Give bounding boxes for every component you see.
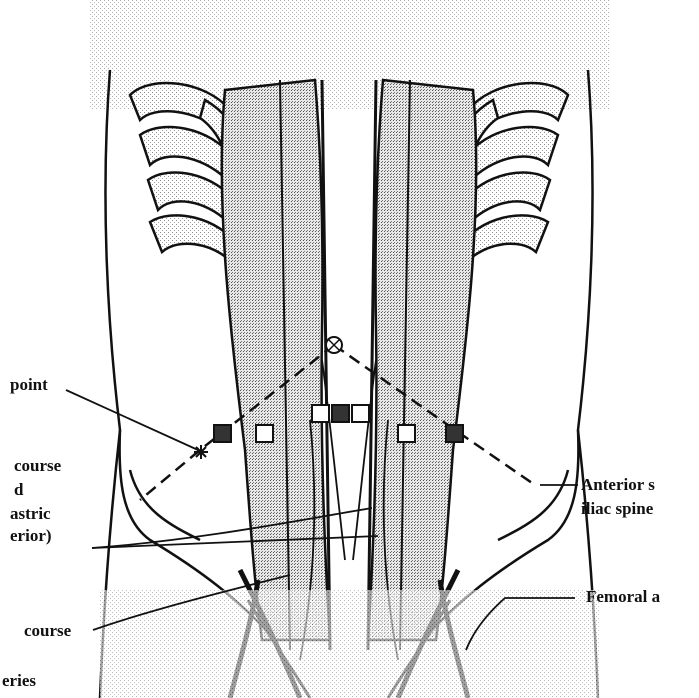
- label-course-2: course: [24, 622, 71, 640]
- filled-square-marker: [446, 425, 463, 442]
- rectus-muscles: [222, 80, 476, 650]
- filled-square-marker: [332, 405, 349, 422]
- label-anterior-line1: Anterior s: [581, 476, 655, 494]
- open-square-marker: [398, 425, 415, 442]
- label-erior: erior): [10, 527, 52, 545]
- lower-texture: [100, 590, 600, 698]
- label-course-1: course: [14, 457, 61, 475]
- asterisk-point-marker: [194, 445, 208, 459]
- label-femoral: Femoral a: [586, 588, 660, 606]
- open-square-marker: [352, 405, 369, 422]
- label-astric: astric: [10, 505, 51, 523]
- label-eries: eries: [2, 672, 36, 690]
- open-square-marker: [256, 425, 273, 442]
- open-square-marker: [312, 405, 329, 422]
- label-point: point: [10, 376, 48, 394]
- label-d: d: [14, 481, 23, 499]
- filled-square-marker: [214, 425, 231, 442]
- umbilicus-icon: [326, 337, 342, 353]
- label-anterior-line2: iliac spine: [581, 500, 653, 518]
